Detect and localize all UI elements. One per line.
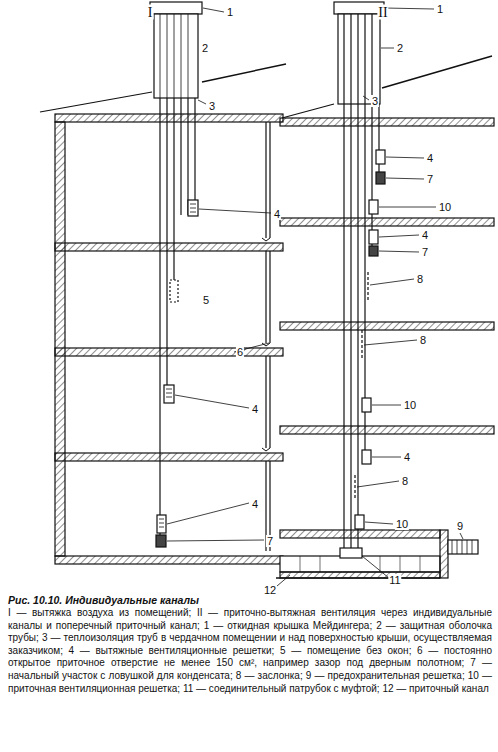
callout-number: 10	[395, 518, 409, 530]
callout-number: 7	[266, 535, 274, 547]
callout-number: 8	[416, 273, 424, 285]
callout-number: 10	[403, 399, 417, 411]
callout-number: 3	[208, 100, 216, 112]
callout-number: 1	[226, 6, 234, 18]
callout-number: 4	[251, 498, 259, 510]
callout-number: 4	[426, 152, 434, 164]
callout-number: 2	[396, 42, 404, 54]
callout-number: 1	[436, 3, 444, 15]
figure-caption-block: Рис. 10.10. Индивидуальные каналы I — вы…	[8, 594, 492, 695]
figure-caption: I — вытяжка воздуха из помещений; II — п…	[8, 607, 492, 695]
callout-number: 4	[421, 229, 429, 241]
callout-number: 4	[403, 451, 411, 463]
callout-number: 10	[438, 201, 452, 213]
scheme-number: II	[377, 5, 388, 20]
callout-number: 4	[273, 208, 281, 220]
figure-title: Рис. 10.10. Индивидуальные каналы	[8, 594, 492, 607]
building-I	[40, 2, 286, 564]
callout-number: 5	[202, 294, 210, 306]
callout-number: 7	[421, 246, 429, 258]
building-II	[276, 2, 494, 586]
callout-number: 4	[251, 403, 259, 415]
callout-number: 9	[456, 520, 464, 532]
callout-number: 6	[236, 346, 244, 358]
callout-number: 8	[419, 334, 427, 346]
callout-number: 12	[263, 584, 277, 596]
callout-number: 2	[201, 42, 209, 54]
callout-number: 3	[371, 95, 379, 107]
scheme-number: I	[147, 5, 154, 20]
callout-number: 7	[426, 173, 434, 185]
callout-number: 8	[401, 475, 409, 487]
callout-number: 11	[388, 574, 401, 586]
